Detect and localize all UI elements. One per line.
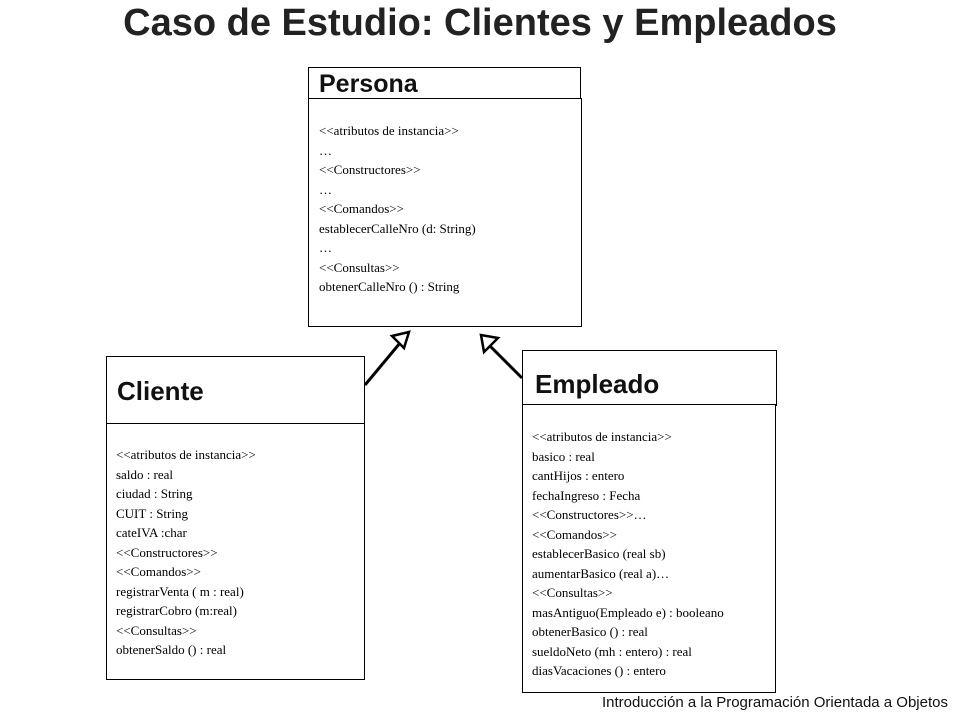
empleado-member-line: establecerBasico (real sb) (532, 546, 666, 561)
persona-member-line: … (319, 240, 332, 255)
cliente-inheritance-line (363, 342, 402, 386)
cliente-members-box: <<atributos de instancia>> saldo : real ci… (106, 423, 365, 680)
persona-member-line: <<Comandos>> (319, 201, 404, 216)
cliente-inheritance-arrowhead (389, 330, 411, 351)
empleado-inheritance-arrowhead (479, 333, 501, 355)
empleado-member-line: diasVacaciones () : entero (532, 663, 666, 678)
cliente-class-name: Cliente (117, 376, 204, 406)
cliente-member-line: <<atributos de instancia>> (116, 447, 256, 462)
cliente-member-line: obtenerSaldo () : real (116, 642, 227, 657)
empleado-member-line: <<Comandos>> (532, 526, 617, 542)
cliente-member-line: registrarCobro (m:real) (116, 603, 237, 618)
cliente-member-line: ciudad : String (116, 486, 193, 501)
persona-member-line: <<Constructores>> (319, 162, 421, 177)
empleado-member-line: aumentarBasico (real a)… (532, 565, 670, 581)
empleado-name-box: Empleado (522, 350, 777, 406)
empleado-members-box: <<atributos de instancia>> basico : real c… (522, 404, 776, 693)
cliente-member-line: registrarVenta ( m : real) (116, 583, 244, 599)
empleado-member-line: cantHijos : entero (532, 468, 625, 483)
cliente-member-line: CUIT : String (116, 505, 188, 521)
cliente-member-line: <<Comandos>> (116, 564, 201, 579)
cliente-member-list: <<atributos de instancia>> saldo : real ci… (116, 445, 256, 660)
cliente-member-line: <<Consultas>> (116, 622, 197, 638)
cliente-member-line: <<Constructores>> (116, 544, 218, 560)
empleado-inheritance-line (487, 343, 524, 380)
page-title: Caso de Estudio: Clientes y Empleados (123, 2, 837, 44)
persona-member-line: … (319, 142, 332, 158)
empleado-member-line: basico : real (532, 448, 595, 464)
persona-member-line: <<Consultas>> (319, 259, 400, 275)
empleado-member-line: obtenerBasico () : real (532, 624, 648, 639)
persona-member-line: <<atributos de instancia>> (319, 123, 459, 138)
course-footer: Introducción a la Programación Orientada… (601, 694, 948, 711)
empleado-member-list: <<atributos de instancia>> basico : real c… (532, 427, 724, 681)
empleado-class-name: Empleado (535, 369, 660, 399)
cliente-member-line: cateIVA :char (116, 525, 187, 540)
cliente-member-line: saldo : real (116, 466, 174, 482)
persona-member-list: <<atributos de instancia>> … <<Constructor… (319, 121, 476, 297)
persona-member-line: … (319, 181, 332, 197)
empleado-member-line: <<Constructores>>… (532, 507, 647, 522)
persona-name-box: Persona (308, 67, 581, 100)
empleado-member-line: sueldoNeto (mh : entero) : real (532, 643, 692, 659)
empleado-member-line: <<atributos de instancia>> (532, 429, 672, 444)
empleado-member-line: masAntiguo(Empleado e) : booleano (532, 604, 724, 620)
persona-members-box: <<atributos de instancia>> … <<Constructor… (308, 98, 582, 327)
persona-member-line: establecerCalleNro (d: String) (319, 220, 476, 236)
empleado-member-line: fechaIngreso : Fecha (532, 487, 641, 503)
persona-class-name: Persona (319, 70, 418, 98)
persona-member-line: obtenerCalleNro () : String (319, 279, 460, 294)
empleado-member-line: <<Consultas>> (532, 585, 613, 600)
